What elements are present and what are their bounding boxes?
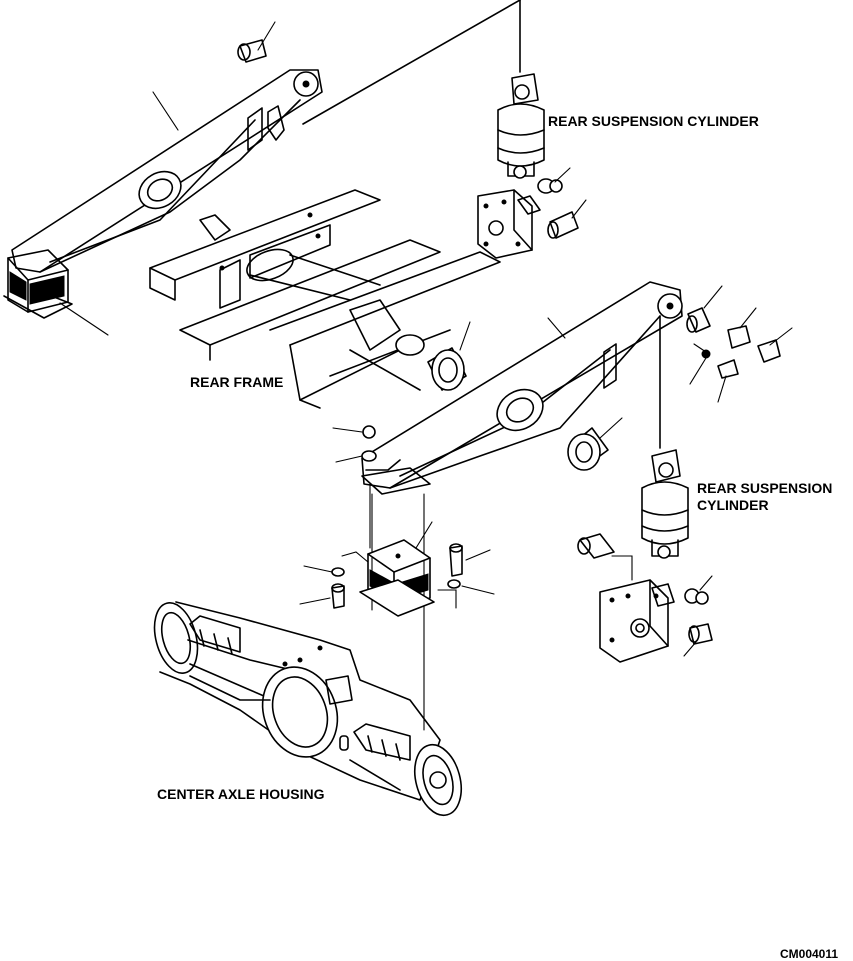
- figure-code: CM004011: [780, 947, 839, 961]
- bushings-drawing: [427, 347, 609, 471]
- label-rear-frame: REAR FRAME: [190, 374, 284, 390]
- center-mount-pad-drawing: [331, 425, 463, 731]
- rear-frame-drawing: [149, 189, 501, 409]
- label-rear-suspension-cylinder-right-line1: REAR SUSPENSION: [697, 480, 833, 496]
- right-suspension-arm-drawing: [361, 281, 683, 495]
- label-rear-suspension-cylinder-right-line2: CYLINDER: [697, 497, 769, 513]
- label-rear-suspension-cylinder-top: REAR SUSPENSION CYLINDER: [548, 113, 759, 129]
- center-axle-housing-drawing: [153, 601, 463, 817]
- right-suspension-cylinder-drawing: [577, 315, 713, 663]
- left-suspension-arm-drawing: [3, 39, 323, 319]
- arm-end-hardware-drawing: [686, 307, 781, 379]
- top-suspension-cylinder-drawing: [302, 0, 579, 259]
- label-center-axle-housing: CENTER AXLE HOUSING: [157, 786, 325, 802]
